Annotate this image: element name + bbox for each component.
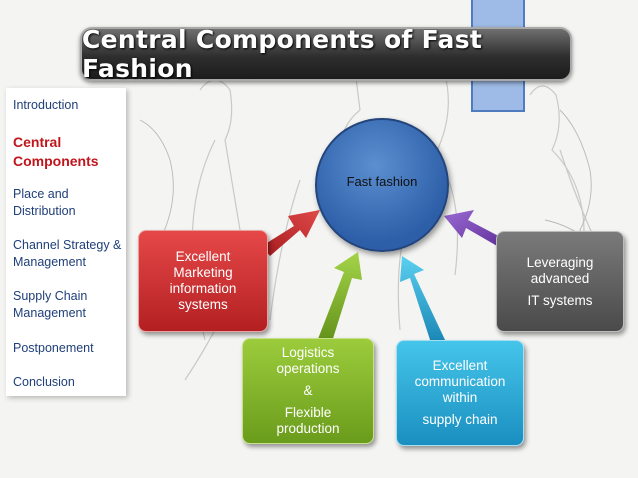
sidebar-item-conclusion[interactable]: Conclusion [13,375,75,389]
it-line-2: advanced [530,270,590,286]
sidebar-item-postponement[interactable]: Postponement [13,341,94,355]
communication-line-4: supply chain [422,412,498,427]
title-banner: Central Components of Fast Fashion [80,25,572,83]
sidebar-item-central-components[interactable]: Central Components [13,134,99,169]
arrow-cyan [400,256,446,346]
sidebar-nav: Introduction Central Components Place an… [6,88,126,396]
page-title: Central Components of Fast Fashion [82,25,483,83]
sidebar-item-place-distribution[interactable]: Place and Distribution [13,187,76,218]
logistics-box: Logistics operations & Flexible producti… [242,338,374,444]
marketing-line-1: Excellent [175,249,231,264]
logistics-line-1: Logistics [281,345,335,360]
logistics-line-2: operations [276,361,340,376]
center-label: Fast fashion [346,174,418,189]
marketing-box: Excellent Marketing information systems [138,230,268,332]
logistics-line-5: production [276,421,340,436]
marketing-line-2: Marketing [173,265,233,280]
marketing-line-3: information [169,281,237,296]
arrow-green [316,252,362,348]
sidebar-item-introduction[interactable]: Introduction [13,98,79,112]
sidebar-item-channel-strategy[interactable]: Channel Strategy & Management [13,238,122,269]
it-line-1: Leveraging [526,254,594,270]
arrow-red [262,210,320,256]
logistics-line-3: & [303,383,313,398]
it-systems-box: Leveraging advanced IT systems [496,231,624,332]
marketing-line-4: systems [178,297,228,312]
it-line-3: IT systems [527,292,593,308]
communication-box: Excellent communication within supply ch… [396,340,524,446]
communication-line-2: communication [414,374,506,389]
communication-line-1: Excellent [432,358,488,373]
sidebar-item-supply-chain[interactable]: Supply Chain Management [13,289,88,320]
communication-line-3: within [442,390,478,405]
logistics-line-4: Flexible [284,405,332,420]
arrow-purple [444,210,510,250]
center-circle: Fast fashion [315,118,449,252]
